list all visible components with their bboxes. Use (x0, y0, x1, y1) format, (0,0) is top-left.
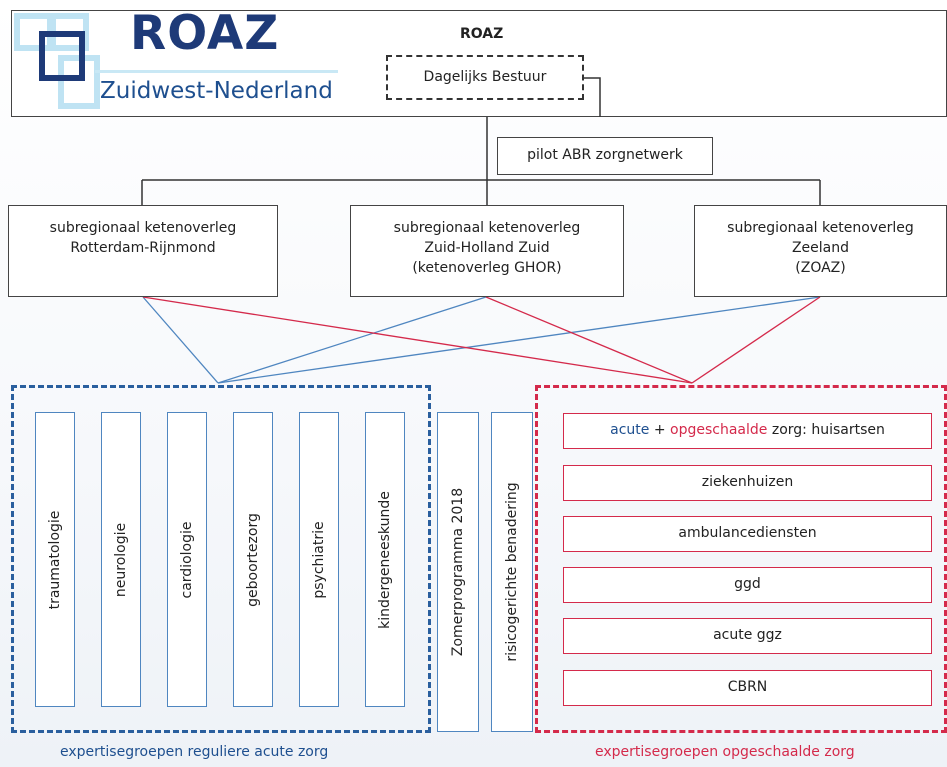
subregion-zuid-holland-box: subregionaal ketenoverleg Zuid-Holland Z… (350, 205, 624, 297)
group-kindergeneeskunde: kindergeneeskunde (365, 412, 405, 707)
subregion-rotterdam-box: subregionaal ketenoverleg Rotterdam-Rijn… (8, 205, 278, 297)
group-geboortezorg: geboortezorg (233, 412, 273, 707)
group-cardiologie: cardiologie (167, 412, 207, 707)
scaled-huisartsen-box: acute + opgeschaalde zorg: huisartsen (563, 413, 932, 449)
subregion-note: (ZOAZ) (795, 260, 846, 276)
subregion-label: subregionaal ketenoverleg (393, 220, 581, 236)
scaled-cbrn-box: CBRN (563, 670, 932, 706)
group-label: geboortezorg (245, 512, 261, 607)
logo-divider (95, 70, 338, 73)
group-label: cardiologie (179, 521, 195, 598)
group-zomerprogramma: Zomerprogramma 2018 (437, 412, 479, 732)
logo-subtitle: Zuidwest-Nederland (100, 78, 333, 104)
regular-care-frame (11, 385, 431, 733)
opgeschaalde-text: opgeschaalde (670, 422, 768, 438)
scaled-care-frame (535, 385, 947, 733)
subregion-zeeland-box: subregionaal ketenoverleg Zeeland (ZOAZ) (694, 205, 947, 297)
group-label: Zomerprogramma 2018 (450, 487, 466, 657)
group-label: psychiatrie (311, 520, 327, 599)
group-psychiatrie: psychiatrie (299, 412, 339, 707)
subregion-name: Rotterdam-Rijnmond (70, 240, 216, 256)
pilot-abr-box: pilot ABR zorgnetwerk (497, 137, 713, 175)
group-label: traumatologie (47, 510, 63, 609)
group-traumatologie: traumatologie (35, 412, 75, 707)
regular-care-caption: expertisegroepen reguliere acute zorg (60, 744, 329, 760)
subregion-label: subregionaal ketenoverleg (727, 220, 914, 236)
group-label: kindergeneeskunde (377, 490, 393, 629)
scaled-ziekenhuizen-box: ziekenhuizen (563, 465, 932, 501)
huisartsen-text: zorg: huisartsen (767, 422, 885, 438)
subregion-name: Zeeland (791, 240, 850, 256)
subregion-label: subregionaal ketenoverleg (49, 220, 237, 236)
logo-title: ROAZ (130, 6, 280, 61)
subregion-name: Zuid-Holland Zuid (424, 240, 550, 256)
plus-text: + (649, 422, 671, 438)
scaled-ambulancediensten-box: ambulancediensten (563, 516, 932, 552)
scaled-care-caption: expertisegroepen opgeschaalde zorg (595, 744, 855, 760)
scaled-ggd-box: ggd (563, 567, 932, 603)
scaled-acute-ggz-box: acute ggz (563, 618, 932, 654)
roaz-title: ROAZ (460, 26, 504, 42)
roaz-logo-icon (14, 13, 100, 109)
group-neurologie: neurologie (101, 412, 141, 707)
subregion-note: (ketenoverleg GHOR) (412, 260, 562, 276)
acute-text: acute (610, 422, 650, 438)
dagelijks-bestuur-box: Dagelijks Bestuur (386, 55, 584, 100)
group-risicogericht: risicogerichte benadering (491, 412, 533, 732)
group-label: risicogerichte benadering (504, 482, 520, 662)
group-label: neurologie (113, 522, 129, 597)
